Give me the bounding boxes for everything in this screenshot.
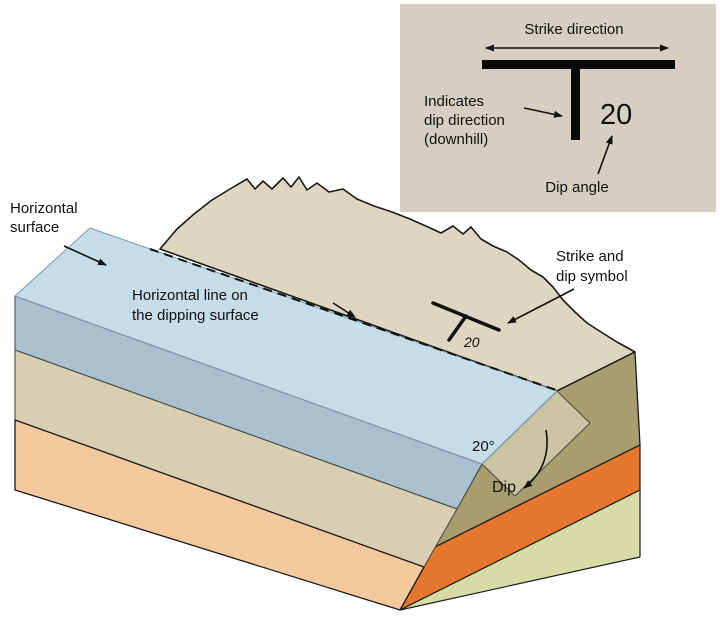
inset-strike-direction-label: Strike direction [524,21,623,38]
horizontal-line-label-line2: the dipping surface [132,307,259,324]
inset-dip-value: 20 [600,99,632,131]
inset-symbol-strike-bar [482,60,675,69]
terrain-surface [159,176,636,392]
inset-panel [400,4,716,212]
strike-dip-arrow [507,288,575,324]
map-symbol-dip-tick [447,314,468,342]
strike-dip-label-line2: dip symbol [556,268,628,285]
dip-angle-value: 20° [472,438,495,455]
inset-symbol-dip-tick [571,69,580,140]
inset-indicates-label-line2: dip direction [424,112,505,129]
inset-indicates-label-line1: Indicates [424,93,484,110]
horizontal-surface-label-line1: Horizontal [10,200,78,217]
horizontal-line-arrow [332,302,356,318]
dip-label: Dip [492,479,516,496]
inset-indicates-arrow [523,107,563,118]
horizontal-surface-arrow [63,245,107,266]
strike-dip-label-line1: Strike and [556,248,624,265]
dip-angle-arc [523,429,548,489]
front-face-peach-band [14,419,425,611]
map-symbol-dip-value: 20 [463,334,480,350]
inset-indicates-label-line3: (downhill) [424,131,488,148]
horizontal-line-label-line1: Horizontal line on [132,287,248,304]
inset-dip-angle-label: Dip angle [545,179,608,196]
side-face-green-wedge [399,489,641,611]
inset-dip-angle-arrow [597,135,613,175]
horizontal-plane [14,227,558,465]
horizontal-surface-label-line2: surface [10,219,59,236]
strike-line-dashed [149,248,557,391]
